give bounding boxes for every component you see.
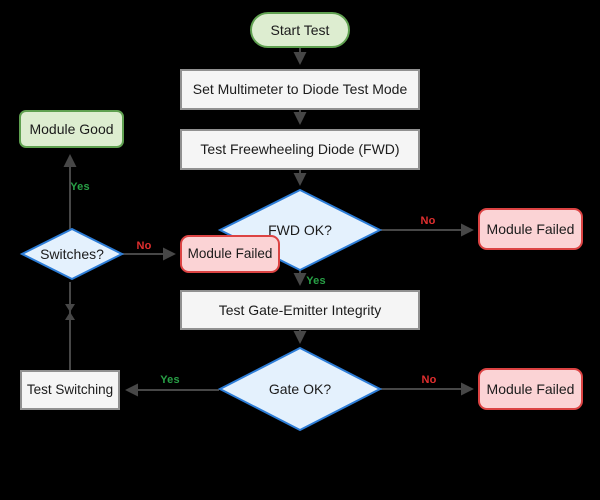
decision-gate-ok-shape xyxy=(217,346,383,432)
edge-label-switches-no: No xyxy=(136,240,152,252)
node-test-switching: Test Switching xyxy=(20,370,120,410)
node-module-failed-switches: Module Failed xyxy=(180,235,280,273)
node-switches-label: Switches? xyxy=(40,246,104,262)
edge-label-switches-yes: Yes xyxy=(70,181,90,193)
node-start: Start Test xyxy=(250,12,350,48)
arrowhead-hourglass-bottom xyxy=(65,312,75,320)
arrowhead-hourglass-top xyxy=(65,304,75,312)
node-set-multimeter: Set Multimeter to Diode Test Mode xyxy=(180,69,420,110)
node-gate-ok-label: Gate OK? xyxy=(268,381,332,397)
edge-label-gate-yes: Yes xyxy=(160,374,180,386)
node-module-good: Module Good xyxy=(19,110,124,148)
node-module-failed-gate: Module Failed xyxy=(478,368,583,410)
edge-label-gate-no: No xyxy=(421,374,437,386)
node-test-fwd: Test Freewheeling Diode (FWD) xyxy=(180,129,420,170)
node-module-failed-fwd: Module Failed xyxy=(478,208,583,250)
edge-label-fwd-no: No xyxy=(420,215,436,227)
decision-switches-shape xyxy=(19,227,125,281)
edge-label-fwd-yes: Yes xyxy=(306,275,326,287)
node-test-gate-emitter: Test Gate-Emitter Integrity xyxy=(180,290,420,330)
node-fwd-ok-label: FWD OK? xyxy=(268,222,332,238)
